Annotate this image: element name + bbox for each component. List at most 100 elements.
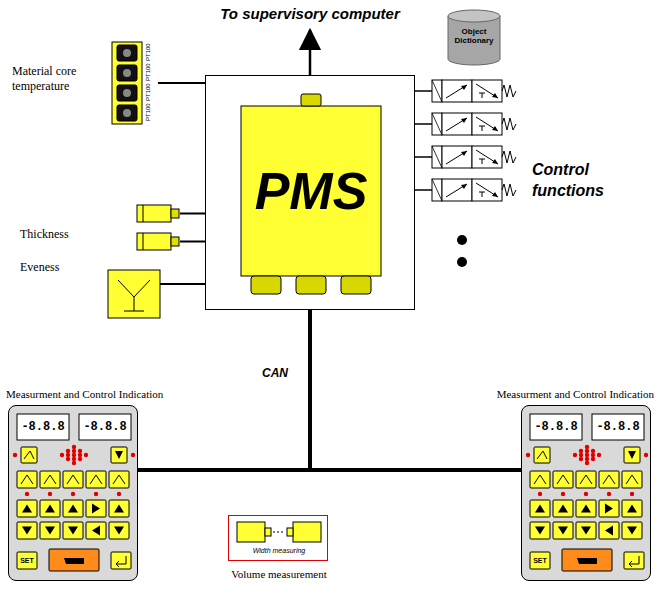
socket-pin [123,89,131,97]
key-button [63,522,83,539]
key-button [40,471,60,488]
arrow-key-symbol [68,527,78,535]
display [17,414,69,440]
key-icon [629,556,639,567]
node-text: Eveness [20,260,59,275]
led-dot [66,453,70,457]
sensor-ring [143,205,144,222]
signal-wire [180,241,205,243]
key-icon [628,451,636,459]
key-button [86,500,106,517]
solenoid-valve [432,113,516,135]
node-text: Width measuring [229,547,329,554]
evenness-sensor [108,270,205,318]
led-dot [585,453,589,457]
display [592,414,644,440]
key-icon [113,475,125,484]
key-button [624,447,640,463]
node-outline [112,42,158,124]
key-button [553,471,573,488]
arrow-key-symbol [22,505,32,513]
led-dot [117,492,121,496]
key-button [599,522,619,539]
key-icon [115,451,123,459]
continuation-dot [457,257,467,267]
led-dot [585,457,589,461]
led-dot [630,492,634,496]
led-dot [591,457,595,461]
led-dot [66,457,70,461]
led-dot [597,453,601,457]
led-dot [591,449,595,453]
arrow-key-symbol [605,526,613,536]
key-button [17,500,37,517]
node-text: PT100 [145,83,152,101]
width-sensor [293,522,321,542]
arrow-key-symbol [627,505,637,513]
key-icon [21,475,33,484]
key-icon [577,558,597,564]
group-label: Control functions [532,160,642,202]
display [530,414,582,440]
node-outline [229,516,329,562]
led-dot [71,492,75,496]
sensor-socket [117,45,137,61]
node-text: -8.8.8 [530,414,582,440]
arrow-key-symbol [92,504,100,514]
node-text: PT100 [145,43,152,61]
key-icon [557,475,569,484]
key-button [63,500,83,517]
key-button [622,471,642,488]
led-dot [72,449,76,453]
key-button [17,471,37,488]
node-text: Volume measurement [199,568,359,580]
connector-socket [296,276,326,294]
led-dot [579,449,583,453]
key-button [40,500,60,517]
node-text: -8.8.8 [17,414,69,440]
led-dot [48,492,52,496]
key-icon [67,475,79,484]
bus-label: CAN [260,366,290,380]
key-button [534,447,550,463]
key-icon [537,451,547,459]
key-button [86,471,106,488]
node-text: Object Dictionary [448,27,500,45]
solenoid-valve [432,80,516,102]
display [79,414,131,440]
socket-pin [123,49,131,57]
key-button [17,522,37,539]
led-dot [25,492,29,496]
key-button [622,522,642,539]
node-text: PMS [241,106,381,276]
key-button [599,500,619,517]
sensor-socket [117,105,137,121]
arrow-key-symbol [45,527,55,535]
set-key [17,552,37,569]
key-button [553,500,573,517]
led-dot [585,445,589,449]
width-sensor [237,522,265,542]
distance-sensor [137,205,171,222]
sensor-tip [287,528,293,536]
key-icon [626,475,638,484]
led-dot [591,453,595,457]
sensor-ring [143,233,144,250]
connector-socket [301,94,321,106]
indication-panel: Measurment and Control Indication-8.8.8-… [8,405,138,581]
arrow-key-symbol [22,527,32,535]
sensor-probe: Eveness [137,233,180,250]
led-dot [78,453,82,457]
led-dot [538,492,542,496]
key-button [21,447,37,463]
solenoid-valve [432,146,516,168]
key-icon [44,475,56,484]
sensor-tip [171,237,179,246]
arrow-key-symbol [581,527,591,535]
key-icon [603,475,615,484]
signal-wire [158,82,205,84]
key-button [576,522,596,539]
arrow-key-symbol [605,504,613,514]
node-outline [137,205,180,222]
node-text: SET [530,552,550,569]
